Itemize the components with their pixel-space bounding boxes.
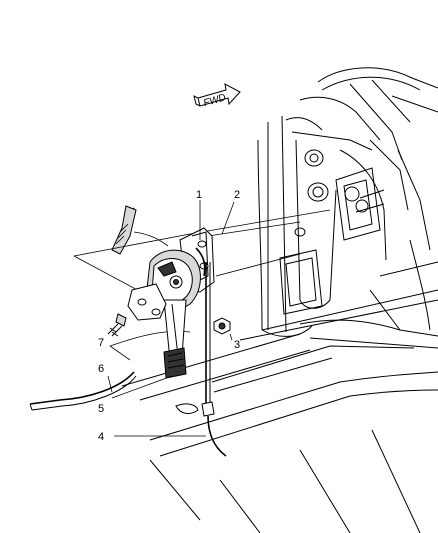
nut-part-3 <box>213 317 231 335</box>
callout-3: 3 <box>234 339 240 351</box>
bolt-part-7 <box>107 313 127 337</box>
callout-5: 5 <box>98 403 104 415</box>
fwd-label: FWD <box>202 92 227 109</box>
callout-leaders <box>107 200 235 437</box>
parking-brake-pedal-assembly <box>29 227 227 457</box>
forward-direction-arrow: FWD <box>193 83 241 109</box>
vehicle-body-panel <box>239 67 438 349</box>
floor-pan <box>121 333 438 533</box>
callout-4: 4 <box>98 431 104 443</box>
callout-2: 2 <box>234 189 240 201</box>
callout-1: 1 <box>196 189 202 201</box>
callout-6: 6 <box>98 363 104 375</box>
callout-7: 7 <box>98 337 104 349</box>
release-handle <box>111 205 169 255</box>
